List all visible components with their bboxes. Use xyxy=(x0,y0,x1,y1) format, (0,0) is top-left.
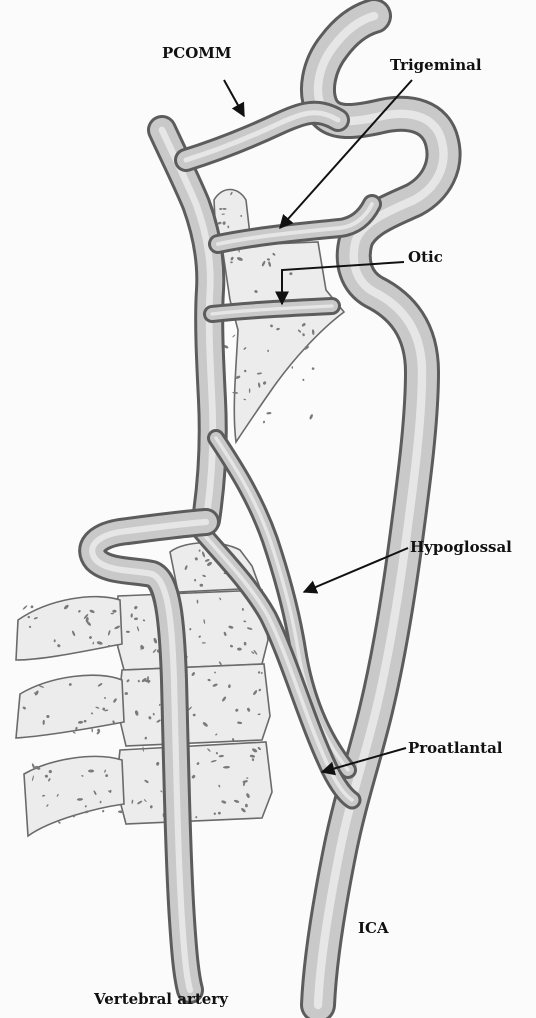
vertebra-c3 xyxy=(118,664,270,746)
bone-speck xyxy=(102,810,105,813)
otic-vessel xyxy=(212,306,332,314)
bone-speck xyxy=(30,605,34,609)
bone-speck xyxy=(88,770,94,773)
label-pcomm: PCOMM xyxy=(162,44,232,62)
pcomm-arrow xyxy=(224,80,244,116)
bone-speck xyxy=(311,367,315,371)
vertebra-c4 xyxy=(116,742,272,824)
bone-speck xyxy=(263,420,265,423)
label-ica: ICA xyxy=(358,919,389,937)
pcomm-vessel xyxy=(186,113,338,160)
label-proatlantal: Proatlantal xyxy=(408,739,503,757)
bone-speck xyxy=(249,388,250,393)
bone-speck xyxy=(291,366,293,369)
bone-speck xyxy=(22,605,28,610)
bone-speck xyxy=(202,642,206,643)
bone-speck xyxy=(302,379,304,381)
label-trigeminal: Trigeminal xyxy=(390,56,482,74)
bone-speck xyxy=(91,728,93,732)
bone-speck xyxy=(232,334,236,338)
basilar-vessel xyxy=(162,130,213,520)
label-otic: Otic xyxy=(408,248,443,266)
label-hypoglossal: Hypoglossal xyxy=(410,538,512,556)
vessels-group xyxy=(92,16,443,1005)
bone-speck xyxy=(309,414,314,420)
bone-speck xyxy=(266,412,271,415)
label-vertebral-artery: Vertebral artery xyxy=(93,990,229,1008)
bone-speck xyxy=(200,584,204,587)
